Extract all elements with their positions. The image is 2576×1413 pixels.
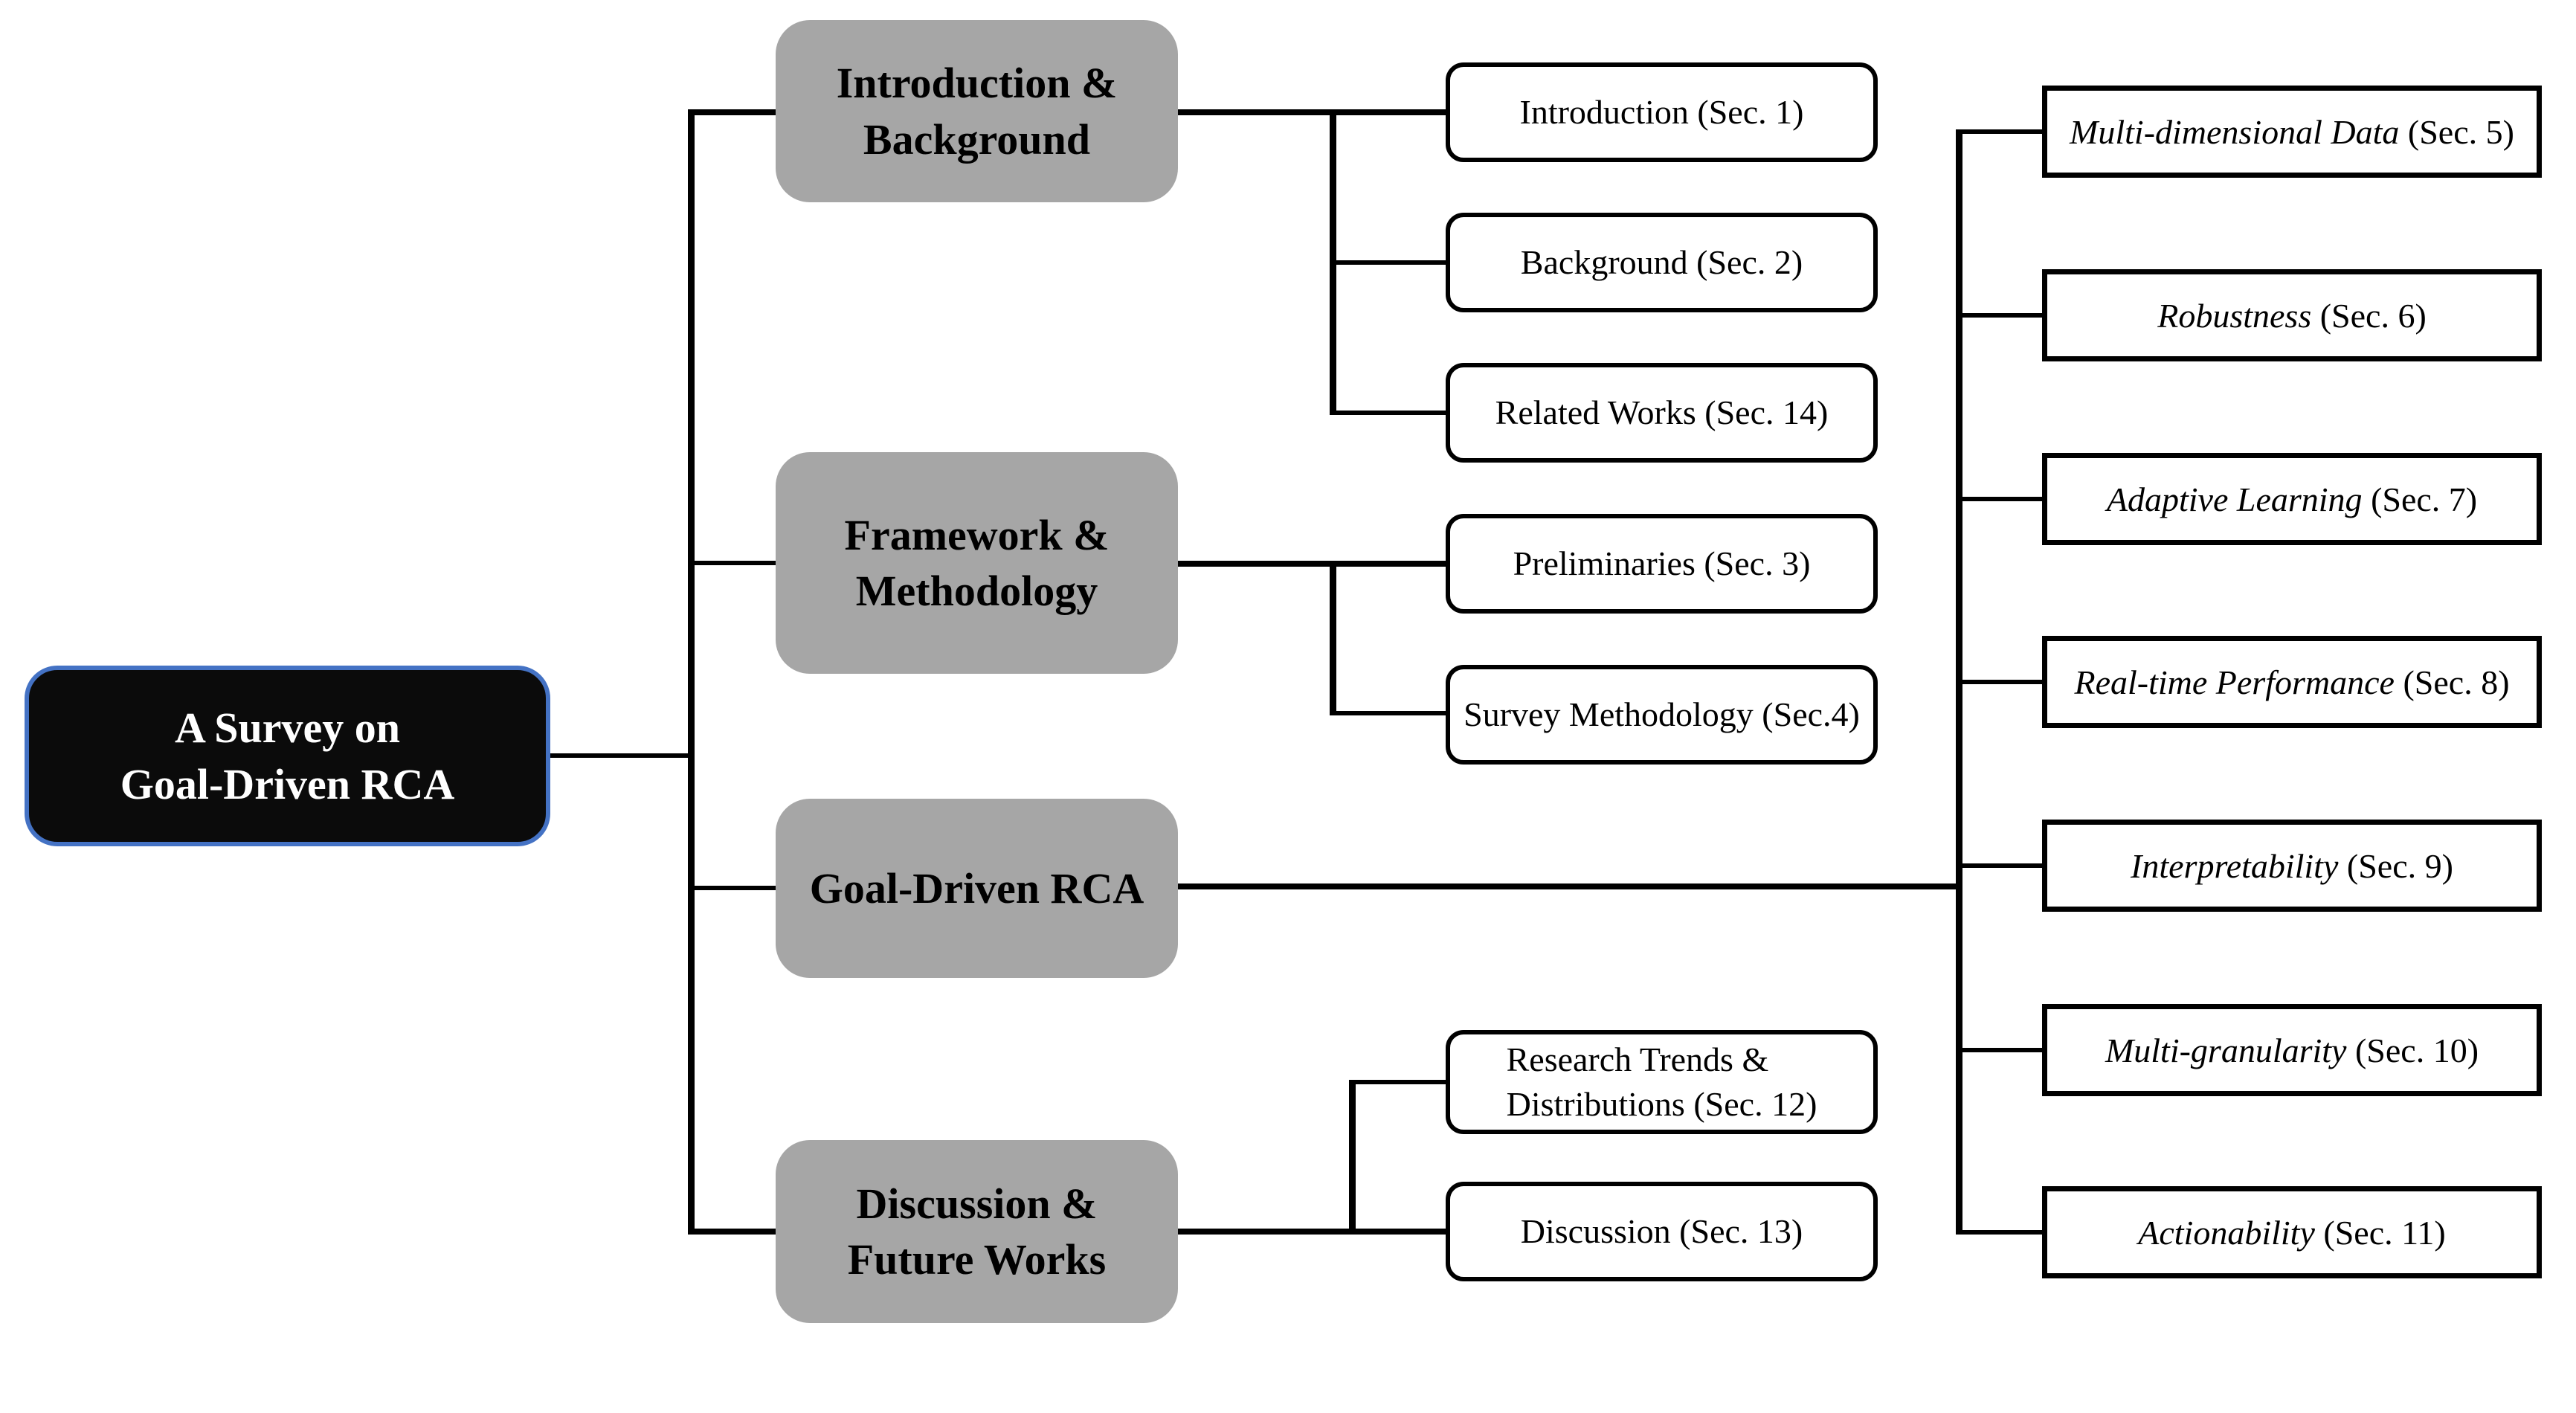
category-node-introduction-background: Introduction & Background xyxy=(776,20,1178,202)
category-label: Introduction & Background xyxy=(836,59,1118,164)
section-node-preliminaries: Preliminaries (Sec. 3) xyxy=(1446,514,1878,614)
goal-label: Multi-dimensional Data (Sec. 5) xyxy=(2070,112,2514,151)
category-label: Framework & Methodology xyxy=(844,510,1110,615)
goal-label: Multi-granularity (Sec. 10) xyxy=(2105,1031,2479,1069)
goal-node-multi-granularity: Multi-granularity (Sec. 10) xyxy=(2042,1004,2542,1096)
section-node-introduction: Introduction (Sec. 1) xyxy=(1446,62,1878,162)
section-label: Research Trends & Distributions (Sec. 12… xyxy=(1506,1040,1817,1123)
connector-branch-cat1 xyxy=(688,109,776,115)
connector-goal-stub-6 xyxy=(1956,1048,2042,1052)
category-node-goal-driven-rca: Goal-Driven RCA xyxy=(776,799,1178,978)
connector-cat4-main xyxy=(1178,1229,1446,1235)
goal-node-adaptive-learning: Adaptive Learning (Sec. 7) xyxy=(2042,453,2542,545)
goal-label: Real-time Performance (Sec. 8) xyxy=(2074,663,2510,701)
root-node-label: A Survey on Goal-Driven RCA xyxy=(120,704,455,808)
goal-node-multi-dimensional-data: Multi-dimensional Data (Sec. 5) xyxy=(2042,86,2542,178)
section-label: Preliminaries (Sec. 3) xyxy=(1513,544,1811,583)
connector-goal-stub-4 xyxy=(1956,680,2042,684)
connector-cat4-stub-research xyxy=(1349,1080,1446,1084)
category-node-framework-methodology: Framework & Methodology xyxy=(776,452,1178,674)
section-node-discussion: Discussion (Sec. 13) xyxy=(1446,1182,1878,1281)
connector-left-trunk xyxy=(688,109,695,1235)
section-label: Background (Sec. 2) xyxy=(1520,243,1803,282)
connector-cat4-subtrunk xyxy=(1349,1080,1356,1233)
goal-node-robustness: Robustness (Sec. 6) xyxy=(2042,269,2542,361)
connector-branch-cat4 xyxy=(688,1229,776,1235)
connector-cat1-stub-related xyxy=(1330,411,1446,415)
goal-label: Adaptive Learning (Sec. 7) xyxy=(2106,480,2478,518)
connector-goal-stub-3 xyxy=(1956,497,2042,501)
connector-goal-stub-2 xyxy=(1956,313,2042,318)
goal-label: Robustness (Sec. 6) xyxy=(2157,296,2427,335)
goal-label: Interpretability (Sec. 9) xyxy=(2131,846,2453,885)
section-node-research-trends: Research Trends & Distributions (Sec. 12… xyxy=(1446,1030,1878,1134)
connector-branch-cat3 xyxy=(688,886,776,890)
goal-label: Actionability (Sec. 11) xyxy=(2138,1213,2446,1252)
connector-cat2-subtrunk xyxy=(1330,561,1336,715)
connector-goal-stub-1 xyxy=(1956,129,2042,134)
category-label: Goal-Driven RCA xyxy=(809,863,1144,913)
section-node-background: Background (Sec. 2) xyxy=(1446,213,1878,312)
section-label: Introduction (Sec. 1) xyxy=(1519,93,1804,132)
section-label: Related Works (Sec. 14) xyxy=(1495,393,1829,432)
connector-branch-cat2 xyxy=(688,561,776,565)
root-node-survey-title: A Survey on Goal-Driven RCA xyxy=(25,666,550,846)
section-label: Discussion (Sec. 13) xyxy=(1520,1212,1803,1251)
goal-node-interpretability: Interpretability (Sec. 9) xyxy=(2042,820,2542,912)
goal-node-actionability: Actionability (Sec. 11) xyxy=(2042,1186,2542,1278)
connector-cat2-main xyxy=(1178,561,1446,567)
section-node-survey-methodology: Survey Methodology (Sec.4) xyxy=(1446,665,1878,765)
section-label: Survey Methodology (Sec.4) xyxy=(1464,695,1860,734)
connector-goal-stub-5 xyxy=(1956,863,2042,868)
goal-node-real-time-performance: Real-time Performance (Sec. 8) xyxy=(2042,636,2542,728)
connector-cat1-stub-background xyxy=(1330,260,1446,265)
connector-cat2-stub-survey xyxy=(1330,711,1446,715)
section-node-related-works: Related Works (Sec. 14) xyxy=(1446,363,1878,463)
connector-cat3-main xyxy=(1178,883,1959,889)
category-label: Discussion & Future Works xyxy=(847,1179,1107,1284)
connector-root-stub xyxy=(550,753,692,758)
category-node-discussion-future-works: Discussion & Future Works xyxy=(776,1140,1178,1323)
connector-goal-stub-7 xyxy=(1956,1230,2042,1235)
connector-cat1-main xyxy=(1178,109,1446,115)
